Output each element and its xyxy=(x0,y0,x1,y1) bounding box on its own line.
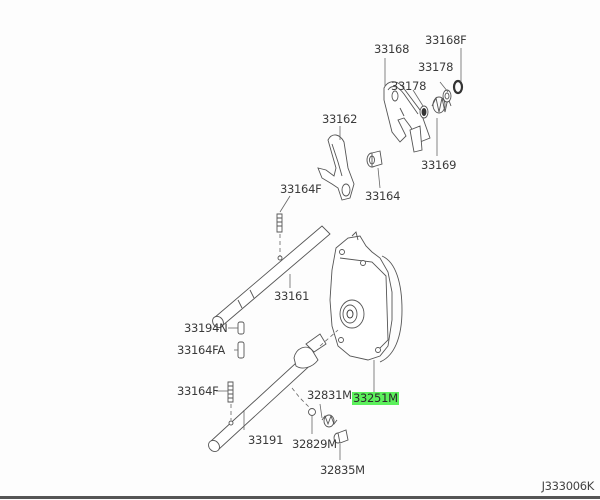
part-label-33194N[interactable]: 33194N xyxy=(184,321,228,335)
plug-32835M[interactable] xyxy=(333,429,349,444)
bottom-divider xyxy=(0,496,600,499)
plug-32829M[interactable] xyxy=(291,387,316,416)
housing-33251M[interactable] xyxy=(329,231,403,363)
leader-lines xyxy=(216,48,462,460)
snap-ring-33168F[interactable] xyxy=(452,79,464,95)
part-label-33164F-lower[interactable]: 33164F xyxy=(177,384,219,398)
bushing-33164[interactable] xyxy=(366,150,383,168)
part-label-33191[interactable]: 33191 xyxy=(248,433,284,447)
diagram-code: J333006K xyxy=(541,479,595,493)
spring-32831M[interactable] xyxy=(321,414,338,428)
part-label-33164FA[interactable]: 33164FA xyxy=(177,343,225,357)
part-label-33161[interactable]: 33161 xyxy=(274,289,310,303)
part-label-32835M[interactable]: 32835M xyxy=(320,463,365,477)
shift-fork-33168[interactable] xyxy=(383,81,431,153)
part-label-32831M[interactable]: 32831M xyxy=(307,388,352,402)
shift-fork-33162[interactable] xyxy=(317,134,355,201)
shift-rod-33191[interactable] xyxy=(206,333,327,454)
part-label-32829M[interactable]: 32829M xyxy=(292,437,337,451)
seal-33178-inner[interactable] xyxy=(419,105,429,119)
pin-33164FA[interactable] xyxy=(237,341,245,359)
pin-33194N[interactable] xyxy=(237,321,245,335)
detent-pin-33164F-lower[interactable] xyxy=(227,381,234,426)
part-label-33168F[interactable]: 33168F xyxy=(425,33,467,47)
part-label-33168[interactable]: 33168 xyxy=(374,42,410,56)
detent-pin-33164F-upper[interactable] xyxy=(276,213,283,261)
part-label-33164[interactable]: 33164 xyxy=(365,189,401,203)
part-label-33162[interactable]: 33162 xyxy=(322,112,358,126)
part-label-33178-inner[interactable]: 33178 xyxy=(391,79,427,93)
shift-rod-33161[interactable] xyxy=(210,225,331,330)
washer-33178-outer[interactable] xyxy=(442,89,452,103)
part-label-33251M-highlighted[interactable]: 33251M xyxy=(352,391,399,405)
part-label-33169[interactable]: 33169 xyxy=(421,158,457,172)
part-label-33164F-upper[interactable]: 33164F xyxy=(280,182,322,196)
part-label-33178-outer[interactable]: 33178 xyxy=(418,60,454,74)
